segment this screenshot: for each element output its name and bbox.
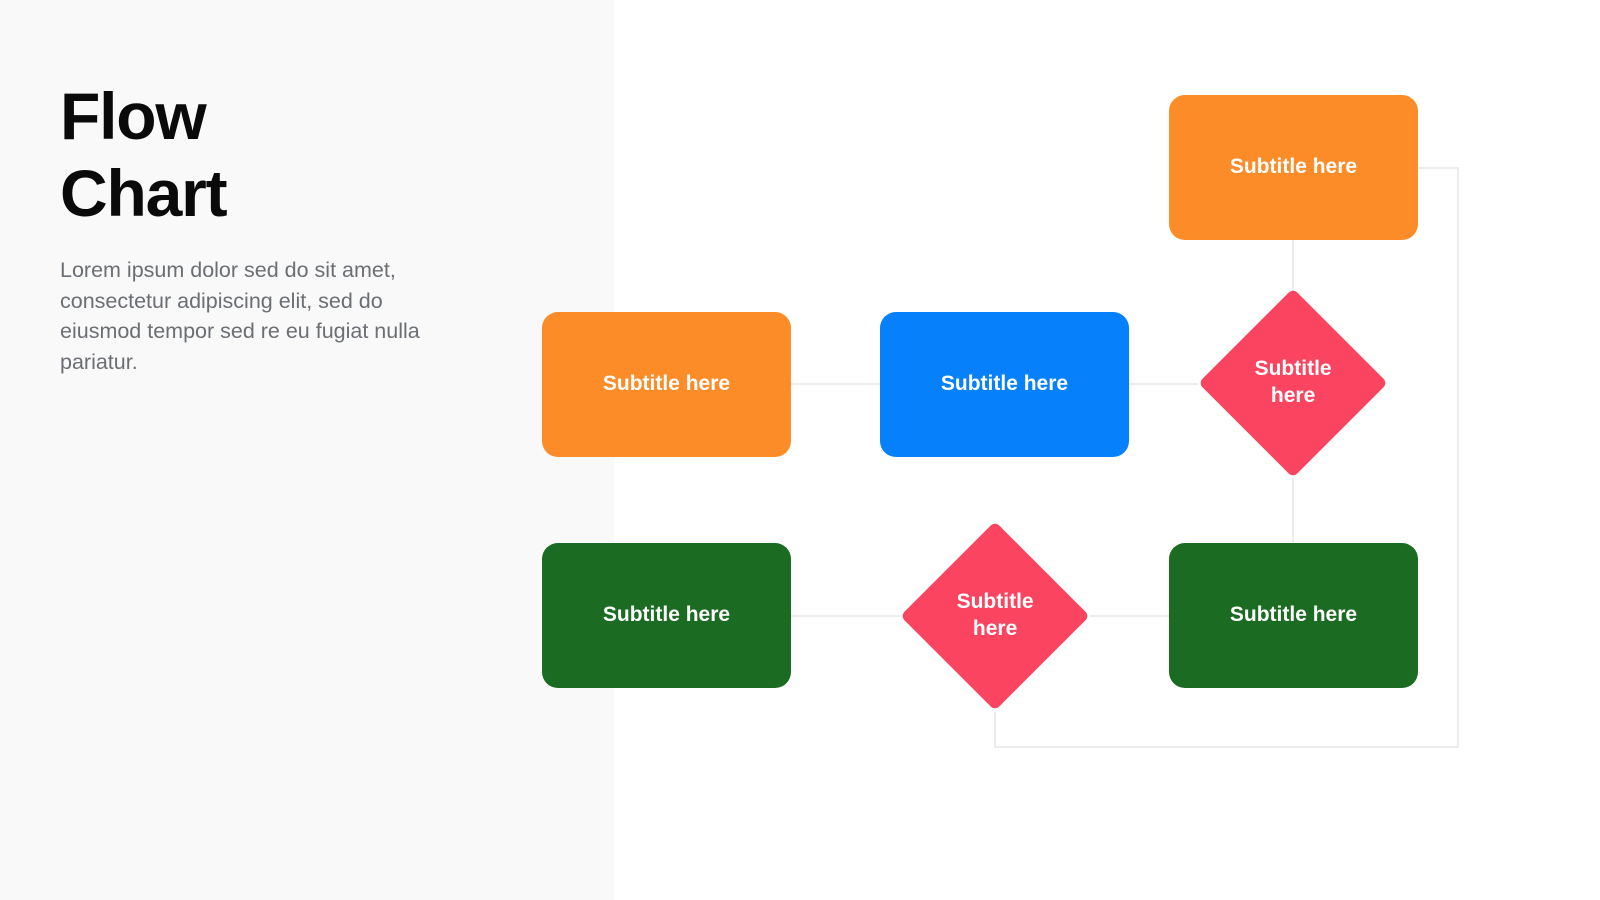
flow-node-label: Subtitle here [1254, 357, 1332, 407]
flow-node-n2[interactable]: Subtitle here [542, 312, 791, 457]
flow-node-label: Subtitle here [940, 372, 1069, 396]
flow-node-n3[interactable]: Subtitle here [880, 312, 1129, 457]
flow-node-label: Subtitle here [1229, 155, 1358, 179]
description-paragraph: Lorem ipsum dolor sed do sit amet, conse… [60, 258, 420, 374]
connector-n1-to-n6 [994, 167, 1459, 748]
left-text-panel: Flow Chart Lorem ipsum dolor sed do sit … [0, 0, 614, 900]
flow-node-n5[interactable]: Subtitle here [542, 543, 791, 688]
flow-node-label: Subtitle here [1229, 603, 1358, 627]
page-title: Flow Chart [60, 79, 228, 231]
flow-node-label: Subtitle here [602, 372, 731, 396]
flow-node-n7[interactable]: Subtitle here [1169, 543, 1418, 688]
flow-node-label: Subtitle here [602, 603, 731, 627]
flow-node-label: Subtitle here [956, 590, 1034, 640]
flow-node-n1[interactable]: Subtitle here [1169, 95, 1418, 240]
